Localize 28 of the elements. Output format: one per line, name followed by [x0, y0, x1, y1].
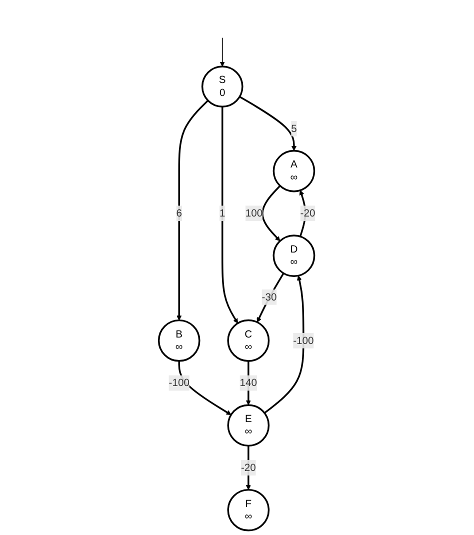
arrow: [246, 360, 251, 406]
arrow: [256, 272, 284, 322]
arrow: [178, 360, 232, 416]
arrow: [176, 100, 209, 321]
edge-label: -20: [240, 462, 256, 474]
node-circle: C ∞: [227, 319, 270, 362]
edge-label: 140: [240, 377, 258, 388]
node-circle: E ∞: [227, 404, 270, 447]
arrow: [299, 190, 306, 237]
edge-label: -30: [262, 291, 277, 303]
node-circle: D ∞: [272, 234, 316, 277]
node-circle: A ∞: [272, 150, 316, 192]
node-circle: S 0: [201, 66, 244, 108]
arrow: [264, 275, 304, 414]
arrow: [220, 37, 225, 67]
edge-label: -100: [168, 377, 190, 388]
node-circle: F ∞: [227, 488, 270, 532]
edge-label: -100: [293, 334, 314, 346]
arrow: [262, 185, 281, 242]
edge-label: 1: [219, 207, 226, 219]
edge-label: 5: [291, 122, 297, 134]
edge-label: 100: [245, 207, 263, 219]
edge-label: -20: [300, 207, 316, 219]
node-circle: B ∞: [158, 319, 200, 362]
arrow: [239, 96, 296, 151]
edge-label: 6: [176, 207, 182, 219]
arrow: [222, 106, 238, 324]
arrow: [246, 446, 251, 490]
